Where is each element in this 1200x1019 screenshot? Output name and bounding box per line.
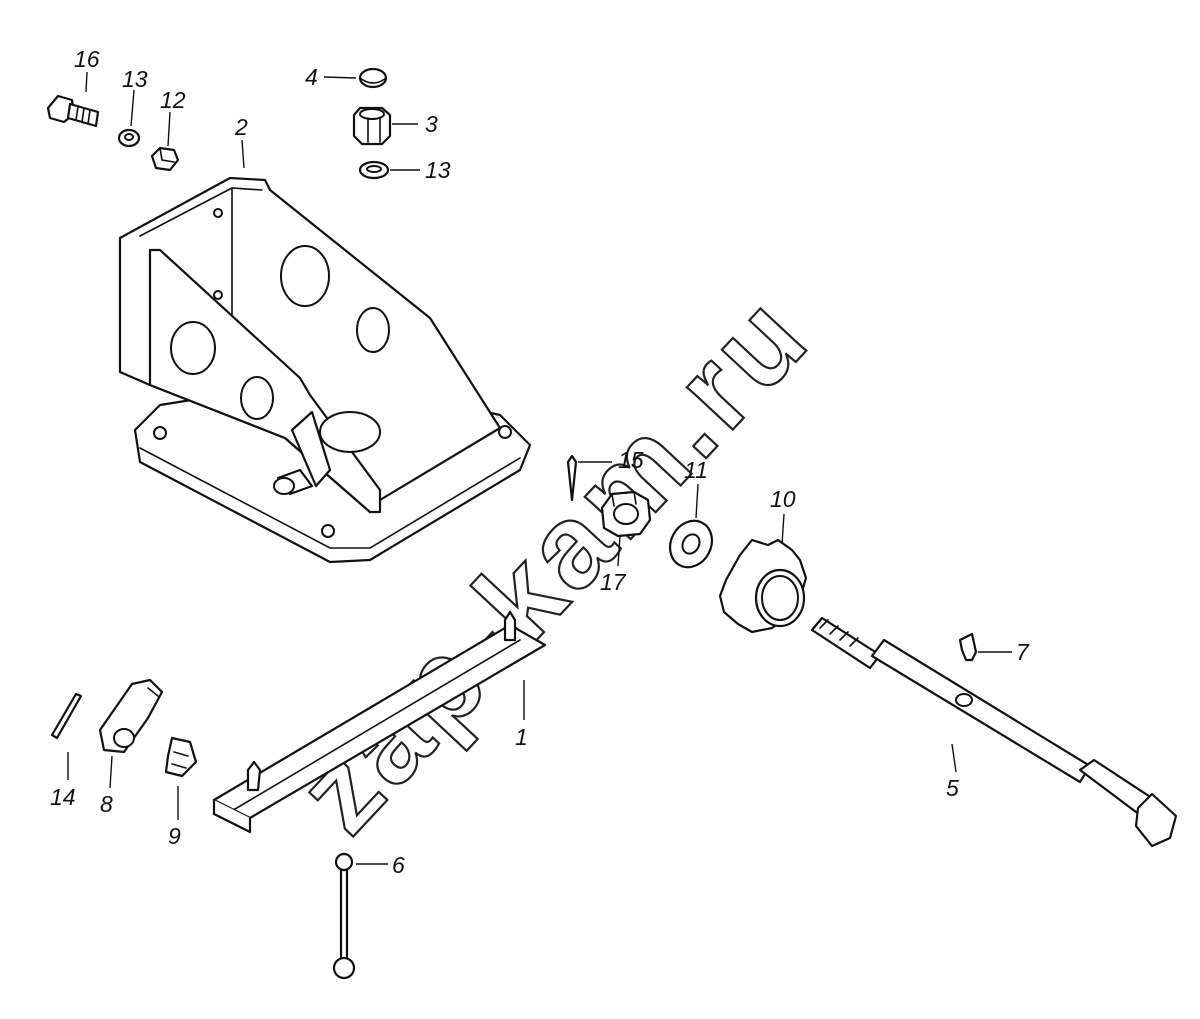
label-10: 10 xyxy=(770,486,796,512)
part-8-lever xyxy=(98,678,164,754)
part-10-gear xyxy=(718,538,808,634)
part-7-pin xyxy=(958,632,978,662)
label-13-top-left: 13 xyxy=(122,66,148,92)
label-5: 5 xyxy=(946,775,959,801)
part-13-washer xyxy=(358,160,390,180)
label-3: 3 xyxy=(425,111,438,137)
part-6-rod xyxy=(332,852,356,980)
part-13-lock-washer xyxy=(117,128,141,148)
part-2-bracket xyxy=(118,176,532,564)
leader-lines xyxy=(67,71,1012,865)
label-2: 2 xyxy=(234,114,248,140)
part-1-channel xyxy=(212,610,547,834)
label-16: 16 xyxy=(74,46,100,72)
part-15-cotter-pin xyxy=(566,454,578,502)
label-7: 7 xyxy=(1016,639,1030,665)
label-14: 14 xyxy=(50,784,76,810)
part-11-washer xyxy=(668,519,714,569)
label-11: 11 xyxy=(684,457,708,483)
part-12-nut xyxy=(150,146,180,172)
label-13-top: 13 xyxy=(425,157,451,183)
label-4: 4 xyxy=(305,64,318,90)
part-9-spring-clip xyxy=(164,736,198,778)
label-15: 15 xyxy=(618,447,644,473)
part-14-pin xyxy=(50,692,83,740)
label-1: 1 xyxy=(515,724,528,750)
label-17: 17 xyxy=(600,569,627,595)
part-17-castle-nut xyxy=(600,490,652,538)
label-9: 9 xyxy=(168,823,181,849)
label-12: 12 xyxy=(160,87,186,113)
callout-labels: 16 13 12 2 4 3 13 15 11 10 17 7 1 5 14 8… xyxy=(50,46,1030,878)
part-5-shaft xyxy=(810,616,1178,848)
label-6: 6 xyxy=(392,852,405,878)
part-16-bolt xyxy=(46,94,100,128)
part-3-cap-nut xyxy=(352,106,392,146)
part-4-cap xyxy=(358,67,388,89)
label-8: 8 xyxy=(100,791,113,817)
